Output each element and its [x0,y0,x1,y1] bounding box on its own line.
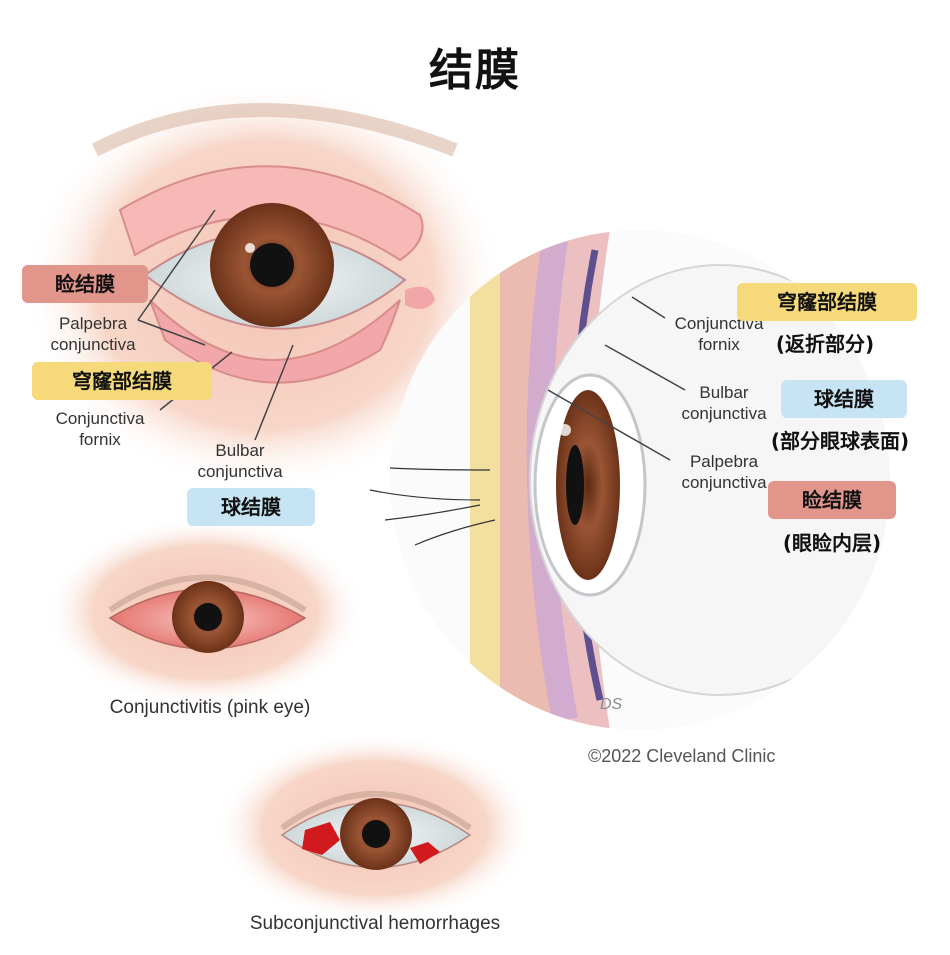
note-fornix-cn-right: (返折部分) [775,332,875,356]
tag-fornix-cn-right: 穹窿部结膜 [737,283,917,321]
label-bulbar-right: Bulbar conjunctiva [681,383,767,423]
caption-hemorrhage: Subconjunctival hemorrhages [249,913,501,934]
tag-bulbar-cn-left: 球结膜 [187,488,315,526]
tag-palpebral-cn-left: 睑结膜 [22,265,148,303]
note-palpebral-cn-right: (眼睑内层) [782,531,882,555]
label-fornix-left: Conjunctiva fornix [55,409,145,449]
eyelashes [369,467,496,546]
caption-conjunctivitis: Conjunctivitis (pink eye) [109,697,311,718]
tag-bulbar-cn-right: 球结膜 [781,380,907,418]
conjunctivitis-eye [45,517,365,707]
tag-fornix-cn-left: 穹窿部结膜 [32,362,212,400]
label-bulbar-left: Bulbar conjunctiva [197,441,283,481]
note-bulbar-cn-right: (部分眼球表面) [770,429,910,453]
section-leader-lines [547,296,686,461]
hemorrhage-eye [215,733,535,923]
label-palpebra-right: Palpebra conjunctiva [681,452,767,492]
artist-initials: DS [600,696,623,713]
credit-text: ©2022 Cleveland Clinic [588,746,776,766]
label-palpebra-left: Palpebra conjunctiva [50,314,136,354]
page-title: 结膜 [429,45,521,96]
tag-palpebral-cn-right: 睑结膜 [768,481,896,519]
